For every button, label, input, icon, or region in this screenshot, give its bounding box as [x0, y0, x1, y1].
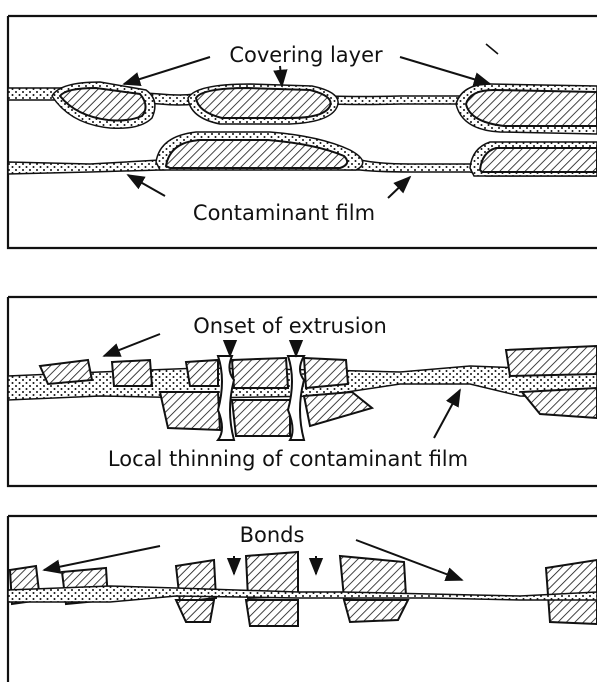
panel-1: Covering layer Contaminant film [8, 16, 597, 248]
upper-grain-right [466, 90, 597, 126]
panel-2-grain-2 [112, 360, 152, 386]
panel-2-grain-3 [160, 392, 220, 430]
panel-2-grain-9 [506, 346, 597, 376]
arrow-onset-left [104, 334, 160, 356]
arrow-local-thinning [434, 390, 460, 438]
panel-3-film-band [8, 586, 597, 602]
arrow-bonds-left [44, 546, 160, 570]
panel-2-grain-6 [232, 400, 290, 436]
panel-2-grain-4 [186, 360, 218, 386]
panel-3-grain-6 [246, 600, 298, 626]
label-contaminant-film: Contaminant film [193, 201, 375, 225]
panel-2-grain-8 [304, 392, 372, 426]
panel-2-grain-7 [304, 358, 348, 388]
panel-2-grain-1 [40, 360, 92, 384]
panel-3-grain-4 [176, 600, 214, 622]
lower-grain-right [480, 148, 597, 172]
arrow-film-right [388, 177, 410, 198]
panel-3: Bonds [8, 516, 597, 682]
label-local-thinning: Local thinning of contaminant film [108, 447, 468, 471]
panel-3-grain-8 [344, 600, 408, 622]
upper-grain-middle [196, 88, 331, 118]
label-bonds: Bonds [240, 523, 305, 547]
arrow-film-left [128, 175, 165, 196]
panel-2-grain-10 [522, 388, 597, 418]
label-onset-of-extrusion: Onset of extrusion [193, 314, 387, 338]
panel-2-grain-5 [232, 358, 288, 388]
arrow-covering-right [400, 57, 490, 84]
arrow-covering-left [124, 57, 210, 84]
arrow-covering-middle [280, 66, 282, 86]
stray-mark [486, 44, 498, 54]
label-covering-layer: Covering layer [229, 43, 383, 67]
panel-2: Onset of extrusion Local thinning of con… [8, 297, 597, 486]
